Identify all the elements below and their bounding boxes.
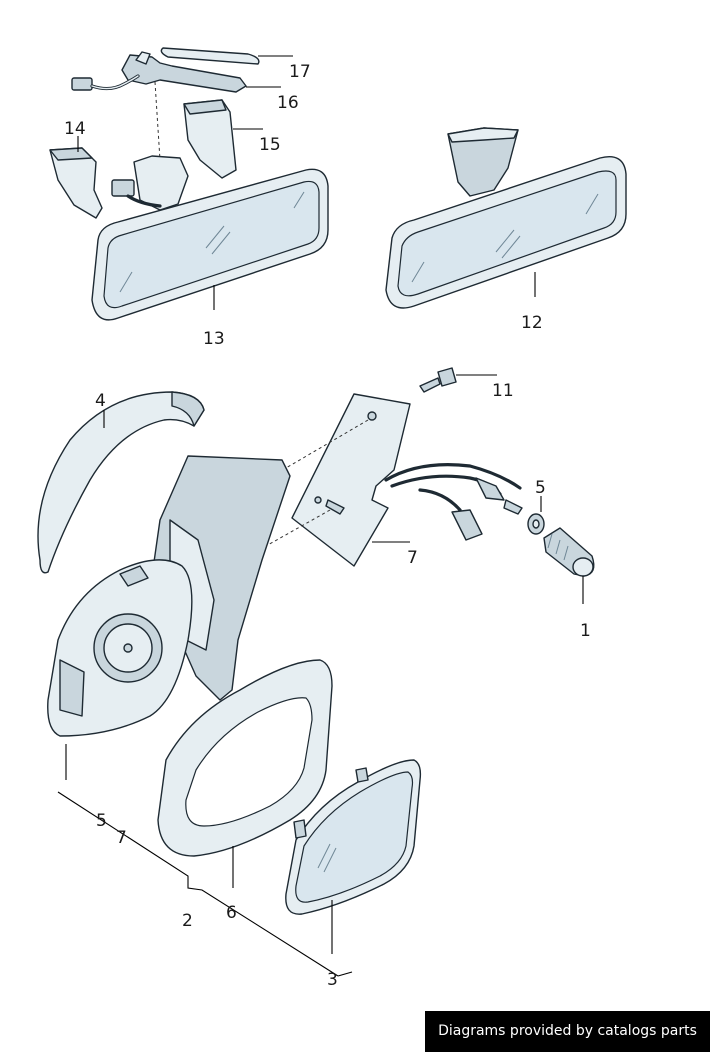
callout-5-assembly: 5	[96, 811, 107, 831]
callout-3: 3	[327, 970, 338, 990]
part-13-rear-view-mirror[interactable]	[91, 168, 329, 321]
callout-7-plate: 7	[407, 548, 418, 568]
mirror-13-mount-foot	[111, 155, 189, 211]
callout-16: 16	[277, 93, 299, 113]
callout-6: 6	[226, 903, 237, 923]
callout-15: 15	[259, 135, 281, 155]
mirror-base-housing	[47, 455, 291, 780]
part-11-screw[interactable]	[419, 367, 497, 393]
part-5-grommet-nut[interactable]	[527, 496, 545, 535]
part-12-rear-view-mirror[interactable]	[385, 127, 627, 309]
part-1-grommet-boot[interactable]	[543, 527, 595, 604]
part-7-mounting-plate[interactable]	[291, 393, 411, 567]
part-16-mounting-bracket[interactable]	[121, 51, 281, 93]
part-6-mirror-frame[interactable]	[157, 659, 333, 888]
callout-1: 1	[580, 621, 591, 641]
sensor-plug	[71, 74, 140, 91]
callout-2: 2	[182, 911, 193, 931]
callout-4: 4	[95, 391, 106, 411]
callout-17: 17	[289, 62, 311, 82]
part-4-mirror-cap[interactable]	[37, 391, 205, 574]
callout-11: 11	[492, 381, 514, 401]
part-17-cover-strip[interactable]	[160, 47, 293, 65]
wiring-harness	[384, 463, 523, 541]
callout-14: 14	[64, 119, 86, 139]
part-15-trim-cover[interactable]	[183, 99, 263, 179]
callout-12: 12	[521, 313, 543, 333]
footer-credit-banner: Diagrams provided by catalogs parts	[425, 1011, 710, 1052]
callout-5-grommet: 5	[535, 478, 546, 498]
callout-13: 13	[203, 329, 225, 349]
callout-7-assembly: 7	[116, 828, 127, 848]
part-3-mirror-glass[interactable]	[285, 759, 422, 954]
part-14-trim-cover[interactable]	[49, 136, 103, 219]
